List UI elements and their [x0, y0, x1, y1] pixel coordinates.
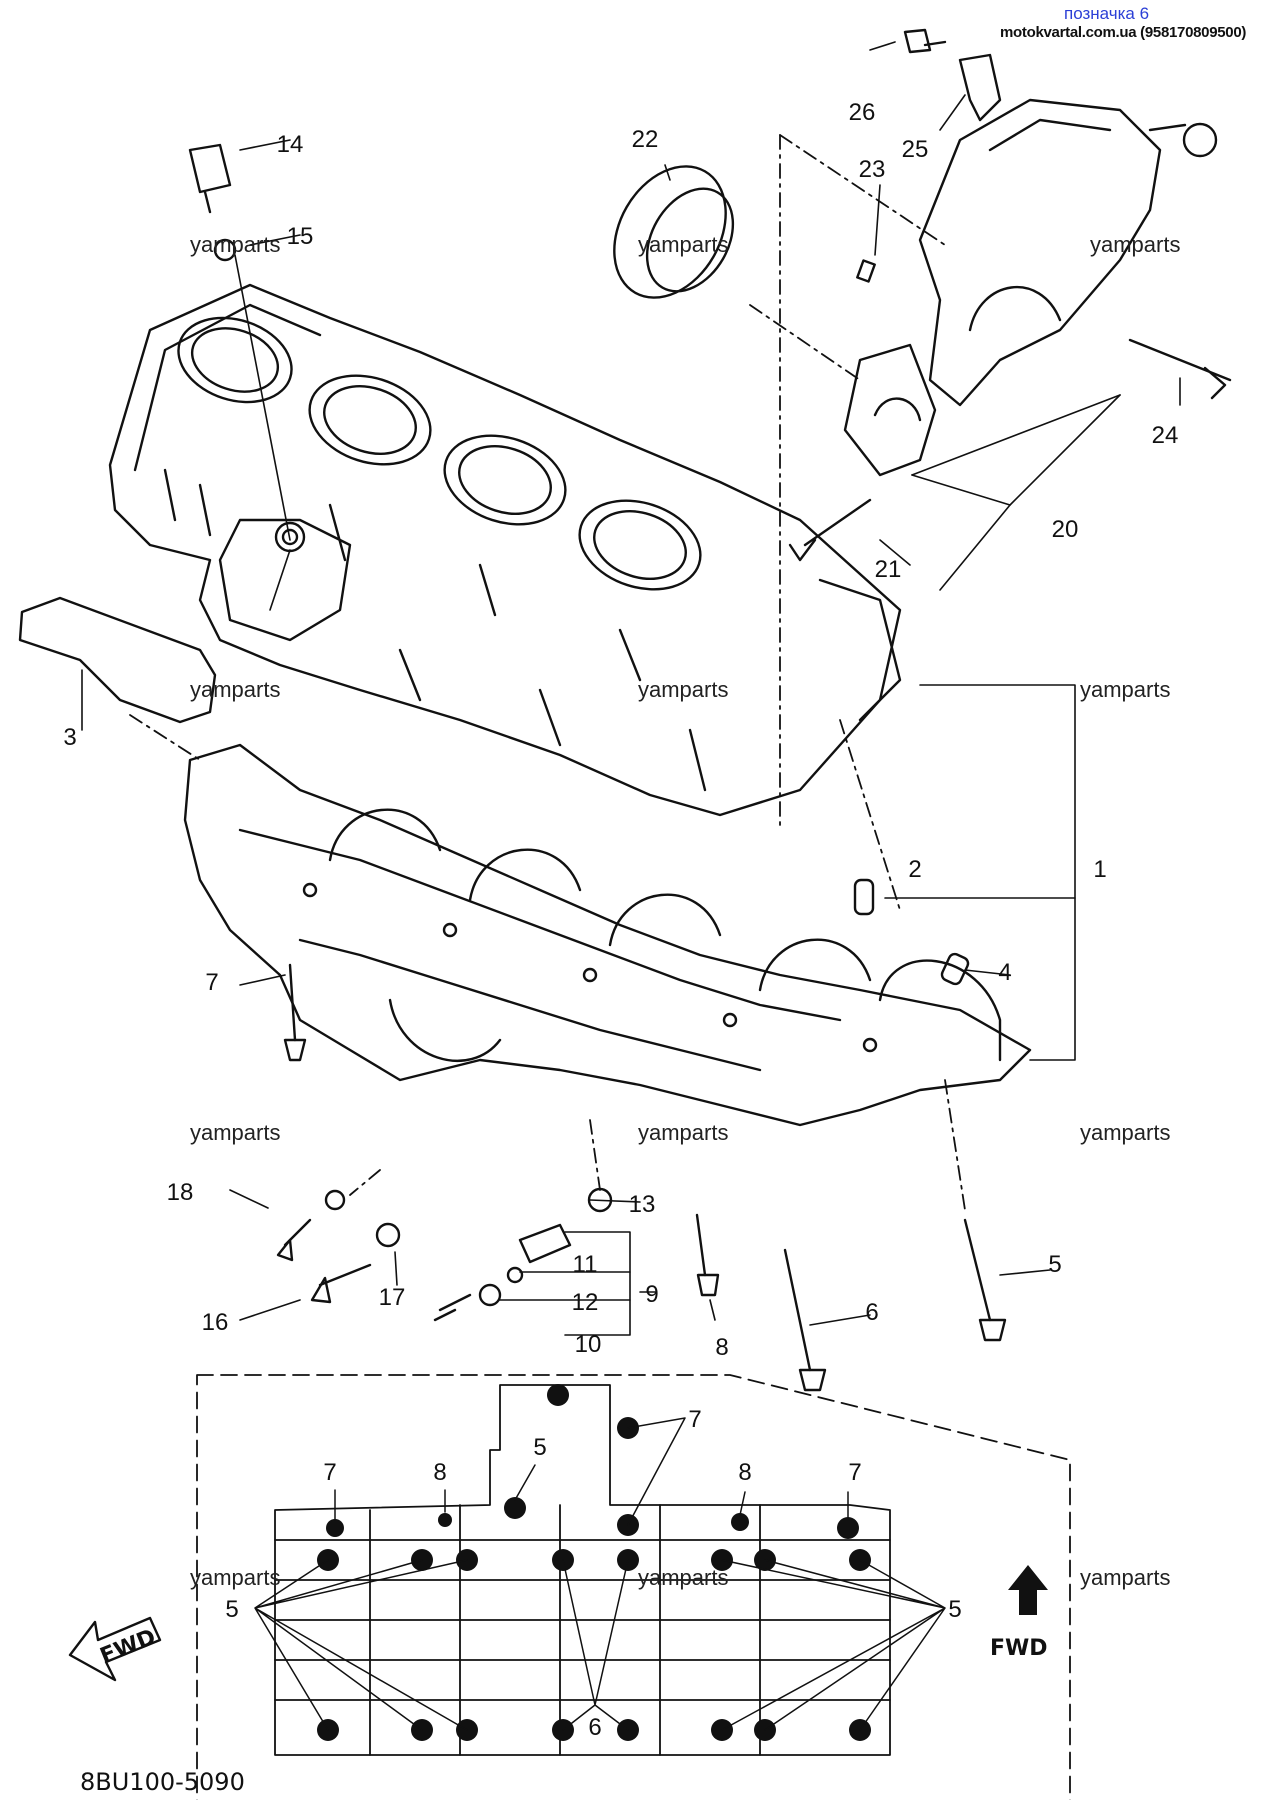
part-number-labels: 1234567891011121314151617182021222324252… [63, 99, 1178, 1361]
watermark-text: yamparts [638, 1565, 728, 1590]
watermark-text: yamparts [1080, 677, 1170, 702]
detail-label: 7 [323, 1459, 336, 1486]
bracket-25 [958, 53, 1002, 122]
bolt-14 [188, 143, 232, 214]
part-label-7: 7 [205, 969, 218, 996]
part-label-2: 2 [908, 856, 921, 883]
watermark-text: yamparts [190, 1565, 280, 1590]
bolt-16 [310, 1263, 372, 1304]
washer-12 [478, 1283, 502, 1307]
diagram-code: 8BU100-5090 [80, 1768, 245, 1796]
pin-23 [856, 259, 876, 283]
lower-crankcase [183, 743, 1032, 1127]
dowel-2 [853, 878, 875, 916]
detail-label: 6 [588, 1714, 601, 1741]
fwd-arrow-left-icon [68, 1616, 162, 1682]
bolt-18 [276, 1218, 312, 1262]
detail-label: 7 [688, 1406, 701, 1433]
part-label-8: 8 [715, 1334, 728, 1361]
fwd-label-right: FWD [990, 1636, 1048, 1661]
watermark-text: yamparts [190, 232, 280, 257]
detail-label: 5 [948, 1596, 961, 1623]
oring-part [506, 1266, 524, 1284]
part-label-13: 13 [629, 1191, 656, 1218]
bolt-pattern-dots [317, 1384, 871, 1741]
watermark-text: yamparts [190, 1120, 280, 1145]
bolt-24 [1128, 338, 1232, 400]
bearing-22 [613, 165, 735, 299]
detail-label: 5 [225, 1596, 238, 1623]
watermark-text: yamparts [190, 677, 280, 702]
fwd-arrow-up-icon [1008, 1565, 1048, 1615]
plug-4 [940, 952, 970, 986]
part-label-26: 26 [849, 99, 876, 126]
stud-5-part [963, 1218, 1007, 1342]
detail-label: 5 [533, 1434, 546, 1461]
fitting-11 [518, 1223, 572, 1264]
stud-6-part [783, 1248, 827, 1392]
part-label-22: 22 [632, 126, 659, 153]
part-label-24: 24 [1152, 422, 1179, 449]
washer-15 [213, 238, 237, 262]
part-label-10: 10 [575, 1331, 602, 1358]
watermark-text: yamparts [638, 677, 728, 702]
part-label-16: 16 [202, 1309, 229, 1336]
part-label-11: 11 [573, 1251, 598, 1278]
part-label-9: 9 [645, 1281, 658, 1308]
washer-small [324, 1189, 346, 1211]
detail-label: 7 [848, 1459, 861, 1486]
front-cover [918, 98, 1218, 407]
watermark-text: yamparts [1080, 1565, 1170, 1590]
part-label-12: 12 [572, 1289, 599, 1316]
bolt-pattern-detail [274, 1384, 891, 1756]
dashed-guides [129, 134, 966, 1211]
watermarks: yamparts yamparts yamparts yamparts yamparts… [190, 232, 1180, 1590]
part-label-4: 4 [998, 959, 1011, 986]
part-label-1: 1 [1093, 856, 1106, 883]
detail-labels: 7 8 5 8 7 7 5 5 6 [225, 1406, 961, 1741]
fwd-label-left: FWD [97, 1625, 160, 1670]
detail-label: 8 [738, 1459, 751, 1486]
part-label-21: 21 [875, 556, 902, 583]
part-label-17: 17 [379, 1284, 406, 1311]
watermark-text: yamparts [1080, 1120, 1170, 1145]
fitting-10 [433, 1293, 472, 1322]
bolt-8-part [695, 1213, 720, 1297]
part-label-6: 6 [865, 1299, 878, 1326]
upper-crankcase [108, 283, 902, 817]
watermark-text: yamparts [638, 232, 728, 257]
detail-label: 8 [433, 1459, 446, 1486]
bolt-26 [903, 28, 947, 54]
washer-17 [375, 1222, 401, 1248]
part-label-5: 5 [1048, 1251, 1061, 1278]
part-label-20: 20 [1052, 516, 1079, 543]
seal-plate-3 [18, 596, 217, 724]
bolt-7-part [283, 963, 307, 1062]
detail-leaders [254, 1417, 946, 1731]
watermark-text: yamparts [1090, 232, 1180, 257]
part-label-14: 14 [277, 131, 304, 158]
bolt-21 [788, 498, 872, 562]
part-label-18: 18 [167, 1179, 194, 1206]
part-label-23: 23 [859, 156, 886, 183]
part-label-15: 15 [287, 223, 314, 250]
bearing-cap-20 [843, 343, 937, 477]
header-site: motokvartal.com.ua (958170809500) [1000, 24, 1247, 41]
watermark-text: yamparts [638, 1120, 728, 1145]
leader-lines [81, 41, 1181, 1336]
part-label-3: 3 [63, 724, 76, 751]
part-label-25: 25 [902, 136, 929, 163]
header-title: позначка 6 [1064, 4, 1150, 23]
bolt-pattern-detail-frame [196, 1374, 1071, 1800]
